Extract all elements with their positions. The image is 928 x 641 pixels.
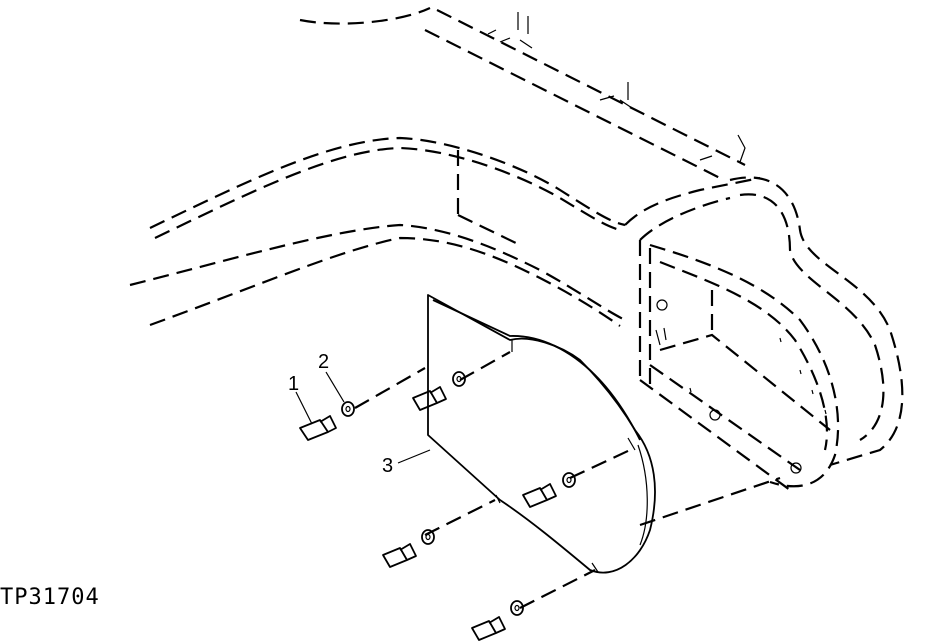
washer <box>341 401 355 417</box>
cap-screw <box>382 543 417 568</box>
cap-screw <box>471 616 506 641</box>
cap-screw <box>299 415 337 441</box>
figure-code: TP31704 <box>0 585 100 610</box>
washer <box>562 472 576 488</box>
phantom-frame-outline <box>129 7 904 527</box>
callout-label-2: 2 <box>318 351 329 373</box>
cap-screw <box>412 386 447 411</box>
callout-3: 3 <box>382 449 431 477</box>
washer <box>510 600 524 616</box>
callout-label-3: 3 <box>382 455 393 477</box>
callout-1: 1 <box>288 373 313 425</box>
assembly-leader-lines <box>354 351 631 609</box>
callout-label-1: 1 <box>288 373 299 395</box>
washer <box>452 371 466 387</box>
cover-plate <box>427 294 656 574</box>
washer <box>421 529 435 545</box>
callout-2: 2 <box>318 351 345 403</box>
cap-screw <box>522 483 557 508</box>
